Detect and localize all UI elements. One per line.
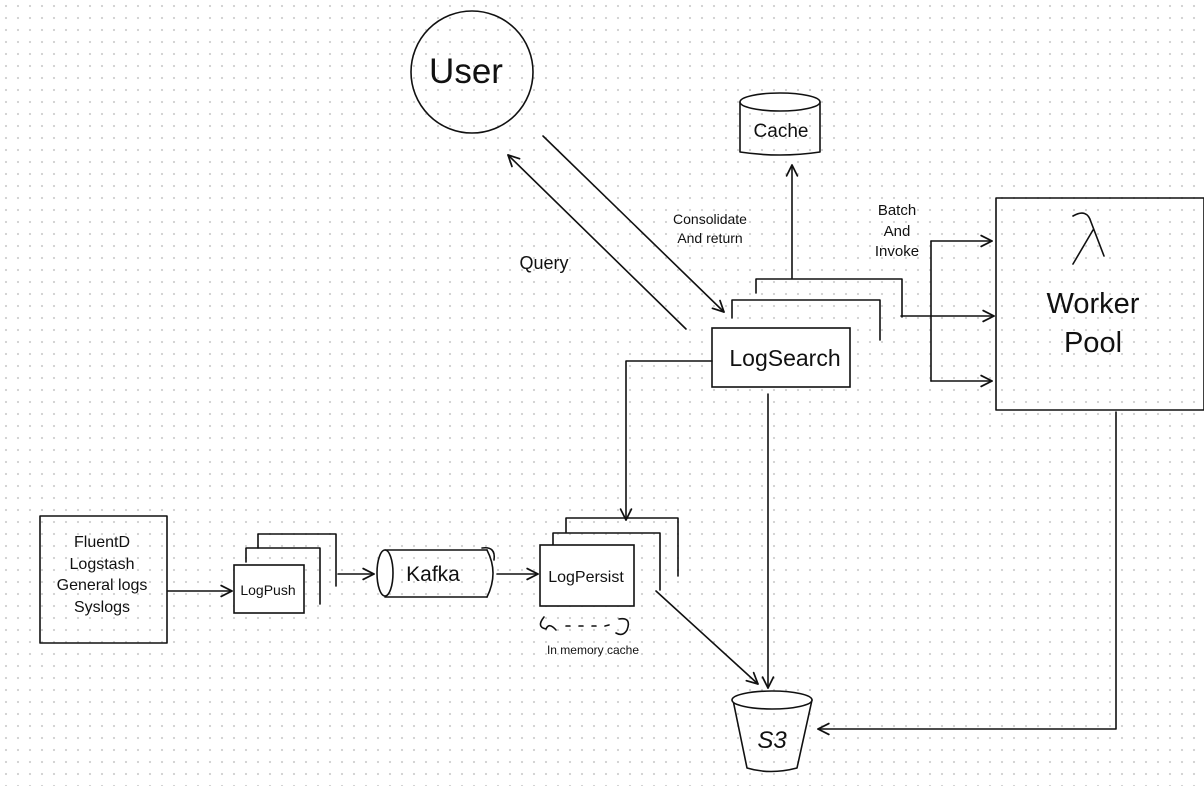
log-search-node: LogSearch	[711, 278, 903, 388]
cache-node: Cache	[739, 92, 821, 156]
worker-pool-node: Worker Pool	[995, 197, 1204, 411]
batch-label-line3: Invoke	[875, 243, 919, 260]
kafka-label: Kafka	[406, 563, 460, 586]
batch-label-line2: And	[884, 223, 911, 240]
source-item: FluentD	[74, 534, 130, 551]
s3-node: S3	[731, 690, 813, 773]
user-node: User	[410, 10, 534, 134]
kafka-node: Kafka	[376, 546, 496, 598]
persist-to-s3-arrow	[655, 590, 759, 685]
log-push-node: LogPush	[233, 533, 337, 614]
sources-node: FluentD Logstash General logs Syslogs	[39, 515, 168, 644]
source-item: Logstash	[70, 556, 135, 573]
log-persist-label: LogPersist	[548, 569, 624, 586]
consolidate-arrow	[542, 135, 725, 313]
batch-label-line1: Batch	[878, 202, 916, 219]
worker-pool-label-line2: Pool	[1064, 327, 1122, 359]
search-to-persist-arrow	[619, 360, 713, 521]
in-memory-cache-label: In memory cache	[547, 643, 639, 657]
consolidate-label-line2: And return	[677, 230, 742, 246]
query-label: Query	[519, 253, 568, 273]
source-item: Syslogs	[74, 599, 130, 616]
batch-invoke-arrows	[900, 234, 995, 388]
s3-label: S3	[757, 727, 787, 754]
query-arrow	[507, 154, 687, 330]
lambda-icon	[1072, 212, 1105, 265]
user-label: User	[429, 52, 503, 91]
log-persist-node: LogPersist	[539, 517, 679, 607]
log-search-label: LogSearch	[729, 345, 840, 371]
in-memory-cache-annotation: In memory cache	[539, 616, 639, 657]
worker-pool-label-line1: Worker	[1047, 288, 1140, 320]
source-item: General logs	[57, 577, 148, 594]
cache-label: Cache	[754, 121, 809, 142]
worker-to-s3-arrow	[817, 411, 1117, 736]
log-push-label: LogPush	[240, 582, 295, 598]
consolidate-label-line1: Consolidate	[673, 211, 747, 227]
